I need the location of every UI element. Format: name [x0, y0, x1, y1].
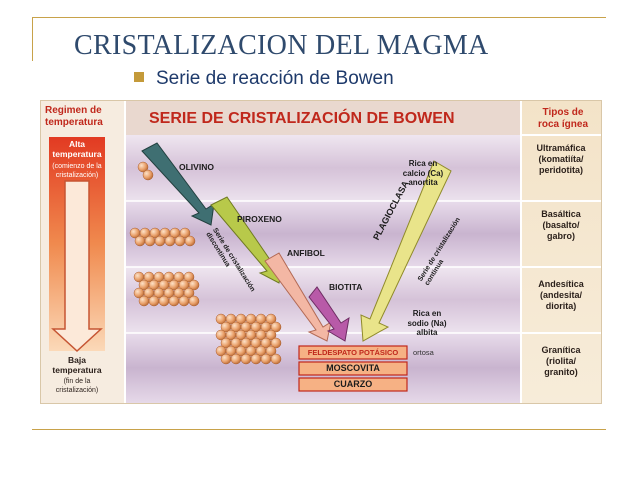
crystal-atom [145, 236, 155, 246]
rock-type-basaltica-line1: Basáltica [523, 209, 599, 220]
rica-calcio-line1: Rica en [393, 159, 453, 169]
low-temp-note-line1: (fin de la [45, 377, 109, 386]
crystal-atom [169, 296, 179, 306]
crystal-atom [221, 354, 231, 364]
rock-type-basaltica-line3: gabro) [523, 231, 599, 242]
low-temp-line1: Baja [45, 355, 109, 365]
anfibol-label: ANFIBOL [287, 248, 325, 258]
rock-type-header: Tipos de roca ígnea [529, 107, 597, 131]
crystal-atom [143, 170, 153, 180]
crystal-atom [179, 296, 189, 306]
crystal-atom [139, 296, 149, 306]
rock-type-andesitica-line3: diorita) [523, 301, 599, 312]
piroxeno-label: PIROXENO [237, 214, 282, 224]
crystal-atom [155, 236, 165, 246]
regimen-header: Regimen de temperatura [45, 105, 103, 129]
biotita-label: BIOTITA [329, 282, 362, 292]
high-temp-label: Alta temperatura [47, 139, 107, 159]
crystal-atom [149, 296, 159, 306]
ortosa-label: ortosa [413, 348, 434, 357]
crystal-atom [135, 236, 145, 246]
rica-sodio-line2: sodio (Na) [399, 319, 455, 329]
crystal-atom [271, 354, 281, 364]
rock-type-header-line1: Tipos de [529, 107, 597, 119]
rock-type-ultramafica-line2: (komatiíta/ [523, 154, 599, 165]
rock-type-andesitica: Andesítica (andesita/ diorita) [523, 279, 599, 312]
high-temp-line1: Alta [47, 139, 107, 149]
crystal-atom [241, 354, 251, 364]
low-temp-note-line2: cristalización) [45, 386, 109, 395]
rica-sodio-label: Rica en sodio (Na) albita [399, 309, 455, 338]
rock-type-granitica-line2: (riolita/ [523, 356, 599, 367]
bullet-text: Serie de reacción de Bowen [156, 68, 394, 89]
rock-type-basaltica-line2: (basalto/ [523, 220, 599, 231]
slide-title: CRISTALIZACION DEL MAGMA [74, 30, 489, 62]
regimen-header-line2: temperatura [45, 117, 103, 129]
bottom-rule [32, 429, 606, 430]
rock-type-ultramafica: Ultramáfica (komatiíta/ peridotita) [523, 143, 599, 176]
crystal-atom [165, 236, 175, 246]
rock-type-andesitica-line1: Andesítica [523, 279, 599, 290]
low-temp-note: (fin de la cristalización) [45, 377, 109, 395]
crystal-atom [251, 354, 261, 364]
rock-type-granitica: Granítica (riolita/ granito) [523, 345, 599, 378]
left-rule [32, 17, 33, 61]
low-temp-line2: temperatura [45, 365, 109, 375]
diagram-header: SERIE DE CRISTALIZACIÓN DE BOWEN [149, 110, 455, 128]
rock-type-granitica-line1: Granítica [523, 345, 599, 356]
regimen-header-line1: Regimen de [45, 105, 103, 117]
crystal-atom [261, 354, 271, 364]
rica-calcio-line2: calcio (Ca) [393, 169, 453, 179]
crystal-atom [231, 354, 241, 364]
rock-type-header-line2: roca ígnea [529, 119, 597, 131]
bowen-diagram: Regimen de temperatura SERIE DE CRISTALI… [40, 100, 602, 404]
high-temp-line2: temperatura [47, 149, 107, 159]
crystal-atom [175, 236, 185, 246]
rica-sodio-line1: Rica en [399, 309, 455, 319]
crystal-atom [159, 296, 169, 306]
bullet-square-icon [134, 72, 144, 82]
top-rule [32, 17, 606, 18]
crystal-atom [189, 296, 199, 306]
rock-type-granitica-line3: granito) [523, 367, 599, 378]
rica-sodio-line3: albita [399, 328, 455, 338]
moscovita-box-label: MOSCOVITA [299, 362, 407, 375]
bullet-item: Serie de reacción de Bowen [134, 68, 394, 90]
crystal-atom [185, 236, 195, 246]
high-temp-note-line1: (comienzo de la [45, 162, 109, 171]
rock-type-ultramafica-line1: Ultramáfica [523, 143, 599, 154]
cuarzo-box-label: CUARZO [299, 378, 407, 391]
feldespato-box-label: FELDESPATO POTÁSICO [299, 346, 407, 359]
low-temp-label: Baja temperatura [45, 355, 109, 375]
olivino-label: OLIVINO [179, 162, 214, 172]
rock-type-ultramafica-line3: peridotita) [523, 165, 599, 176]
rock-type-andesitica-line2: (andesita/ [523, 290, 599, 301]
rock-type-basaltica: Basáltica (basalto/ gabro) [523, 209, 599, 242]
high-temp-note: (comienzo de la cristalización) [45, 162, 109, 180]
high-temp-note-line2: cristalización) [45, 171, 109, 180]
